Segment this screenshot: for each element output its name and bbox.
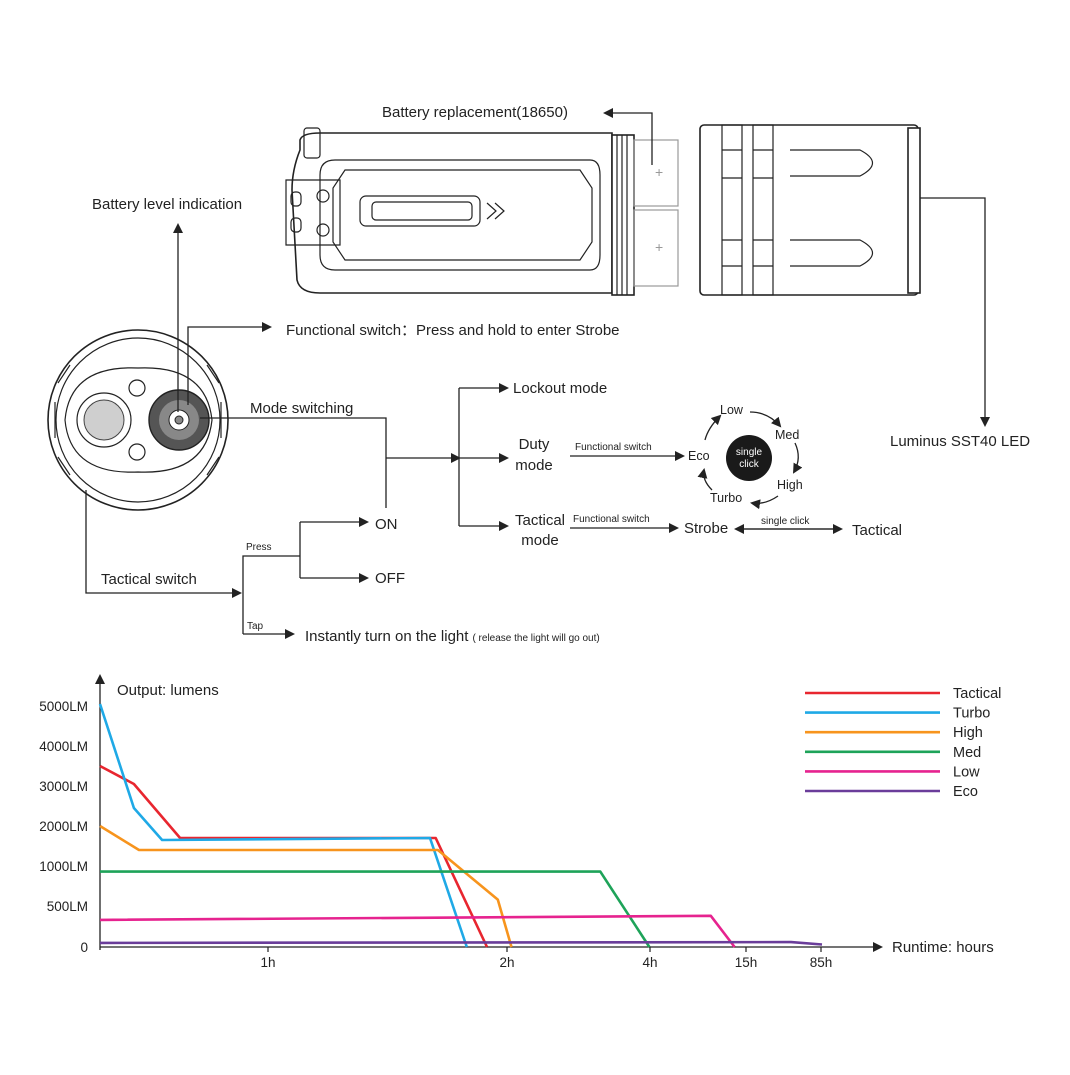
- mode-cycle: single click Low Med High Turbo Eco: [688, 403, 803, 510]
- luminus-label: Luminus SST40 LED: [890, 433, 1030, 450]
- x-tick-label: 2h: [499, 955, 514, 970]
- functional-switch-label: Functional switch：Press and hold to ente…: [286, 322, 620, 339]
- runtime-chart: Output: lumens Runtime: hours 5000LM 4000…: [39, 674, 1001, 970]
- legend-label-high: High: [953, 725, 983, 741]
- y-tick-label: 2000LM: [39, 819, 88, 834]
- series-line-high: [99, 824, 513, 948]
- svg-text:+: +: [655, 164, 663, 180]
- y-tick-label: 3000LM: [39, 779, 88, 794]
- y-ticks: 5000LM 4000LM 3000LM 2000LM 1000LM 500LM 0: [39, 699, 88, 955]
- x-tick-label: 4h: [642, 955, 657, 970]
- x-tick-label: 1h: [260, 955, 275, 970]
- mode-turbo: Turbo: [710, 491, 742, 505]
- tactical-mode-label-2: mode: [521, 532, 559, 549]
- on-label: ON: [375, 516, 398, 533]
- x-tick-label: 85h: [810, 955, 833, 970]
- lockout-mode-label: Lockout mode: [513, 380, 607, 397]
- mode-med: Med: [775, 428, 799, 442]
- connector-lines: [85, 108, 990, 639]
- x-axis-label: Runtime: hours: [892, 939, 994, 956]
- single-click-badge: [726, 435, 772, 481]
- y-axis-label: Output: lumens: [117, 682, 219, 699]
- flashlight-head-drawing: [699, 124, 921, 296]
- tactical-mode-label-1: Tactical: [515, 512, 565, 529]
- off-label: OFF: [375, 570, 405, 587]
- diagram-labels: Battery replacement(18650) Battery level…: [92, 104, 1030, 645]
- strobe-label: Strobe: [684, 520, 728, 537]
- x-tick-label: 15h: [735, 955, 758, 970]
- single-click-label: single click: [761, 516, 810, 527]
- single-click-center-2: click: [739, 459, 759, 470]
- legend-label-low: Low: [953, 764, 980, 780]
- flashlight-body-drawing: + +: [285, 127, 679, 296]
- series-line-turbo: [98, 703, 469, 948]
- series-line-low: [99, 914, 736, 948]
- tailcap-end-view-drawing: [47, 329, 229, 511]
- y-tick-label: 5000LM: [39, 699, 88, 714]
- instant-on-label: Instantly turn on the light( release the…: [305, 628, 600, 645]
- svg-text:+: +: [655, 239, 663, 255]
- legend-label-eco: Eco: [953, 784, 978, 800]
- series-lines: [98, 703, 823, 948]
- legend-label-turbo: Turbo: [953, 706, 990, 722]
- series-line-tactical: [99, 764, 489, 948]
- functional-switch-small-1: Functional switch: [575, 442, 652, 453]
- mode-low: Low: [720, 403, 744, 417]
- single-click-center-1: single: [736, 447, 763, 458]
- tactical-switch-label: Tactical switch: [101, 571, 197, 588]
- mode-eco: Eco: [688, 449, 710, 463]
- duty-mode-label-1: Duty: [519, 436, 550, 453]
- duty-mode-label-2: mode: [515, 457, 553, 474]
- instant-on-note: ( release the light will go out): [472, 633, 599, 644]
- y-tick-label: 1000LM: [39, 859, 88, 874]
- tactical-label: Tactical: [852, 522, 902, 539]
- series-line-med: [100, 870, 651, 948]
- battery-replacement-label: Battery replacement(18650): [382, 104, 568, 121]
- legend-label-tactical: Tactical: [953, 686, 1001, 702]
- press-label: Press: [246, 542, 272, 553]
- instant-on-main: Instantly turn on the light: [305, 628, 469, 645]
- y-tick-label: 4000LM: [39, 739, 88, 754]
- functional-switch-small-2: Functional switch: [573, 514, 650, 525]
- y-tick-label: 0: [80, 940, 88, 955]
- battery-level-label: Battery level indication: [92, 196, 242, 213]
- tap-label: Tap: [247, 621, 264, 632]
- legend-label-med: Med: [953, 745, 981, 761]
- mode-switching-label: Mode switching: [250, 400, 353, 417]
- y-tick-label: 500LM: [47, 899, 88, 914]
- mode-high: High: [777, 478, 803, 492]
- series-line-eco: [99, 940, 823, 946]
- x-ticks: 1h 2h 4h 15h 85h: [260, 947, 832, 970]
